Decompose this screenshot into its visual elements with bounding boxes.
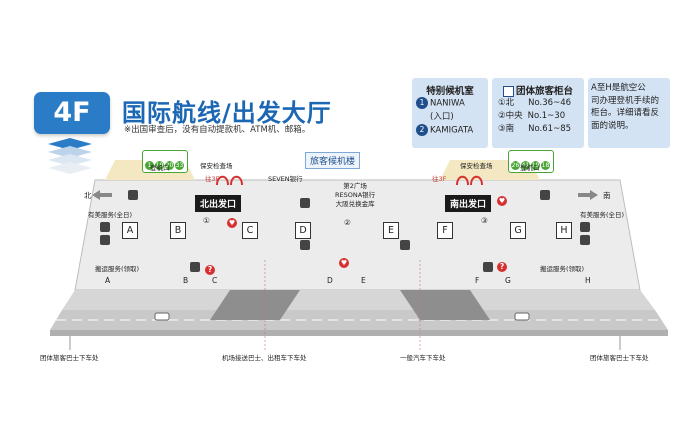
aed-icon: ♥ bbox=[497, 196, 507, 206]
group-counter-center: ② bbox=[344, 218, 351, 227]
legend-group-title: 团体旅客柜台 bbox=[492, 78, 584, 97]
north-exit-sign: 北出发口 bbox=[195, 195, 242, 212]
north-arrow-icon bbox=[92, 190, 112, 200]
door-d: D bbox=[327, 276, 333, 285]
page-note: ※出国审查后，没有自动提款机、ATM机、邮箱。 bbox=[124, 125, 311, 135]
door-a: A bbox=[105, 276, 111, 285]
service-icon bbox=[190, 262, 200, 272]
counter-g[interactable]: G bbox=[510, 222, 526, 239]
shop-icon bbox=[540, 190, 550, 200]
door-b: B bbox=[183, 276, 189, 285]
door-f: F bbox=[475, 276, 480, 285]
restroom-icon bbox=[580, 222, 590, 232]
aed-icon: ♥ bbox=[227, 218, 237, 228]
legend-lounge-item: (入口) bbox=[430, 111, 454, 122]
restroom-icon bbox=[100, 235, 110, 245]
legend-counter-line: 司办理登机手续的 bbox=[591, 95, 660, 106]
service-icon bbox=[300, 240, 310, 250]
shop-icon bbox=[128, 190, 138, 200]
door-e: E bbox=[361, 276, 366, 285]
south-arrow-icon bbox=[578, 190, 598, 200]
to-3f-label: 往3F bbox=[432, 175, 447, 183]
group-counter-south: ③ bbox=[481, 216, 488, 225]
group-counter-icon bbox=[502, 86, 514, 97]
security-south: 保安检查场 bbox=[460, 162, 493, 170]
floor-plan bbox=[50, 160, 668, 350]
legend-counter-line: 面的说明。 bbox=[591, 120, 634, 131]
counter-e[interactable]: E bbox=[383, 222, 399, 239]
south-label: 南 bbox=[603, 191, 611, 200]
service-icon bbox=[400, 240, 410, 250]
group-bus-south: 团体旅客巴士下车处 bbox=[590, 354, 649, 362]
to-3f-label: 往3F bbox=[205, 175, 220, 183]
service-icon bbox=[483, 262, 493, 272]
north-label: 北 bbox=[84, 191, 92, 200]
door-g: G bbox=[505, 276, 511, 285]
boarding-south: 登机口 bbox=[520, 164, 540, 172]
general-car: 一般汽车下车处 bbox=[400, 354, 446, 362]
floor-badge: 4F bbox=[34, 92, 110, 134]
service-south: 有美服务(全日) bbox=[580, 211, 625, 219]
terminal-label: 旅客候机楼 bbox=[305, 152, 361, 169]
shuttle-taxi: 机场接送巴士、出租车下车处 bbox=[222, 354, 307, 362]
security-gate-icon bbox=[456, 175, 483, 186]
info-icon: ? bbox=[205, 265, 215, 275]
legend-counter-line: A至H是航空公 bbox=[591, 83, 646, 93]
counter-d[interactable]: D bbox=[295, 222, 311, 239]
floor-stack-icon bbox=[48, 138, 92, 174]
security-gate-icon bbox=[216, 175, 243, 186]
group-counter-north: ① bbox=[203, 216, 210, 225]
legend-counter-line: 柜台。详细请看反 bbox=[591, 108, 660, 118]
security-north: 保安检查场 bbox=[200, 162, 233, 170]
info-icon: ? bbox=[497, 262, 507, 272]
counter-f[interactable]: F bbox=[437, 222, 453, 239]
page-title: 国际航线/出发大厅 bbox=[122, 99, 332, 127]
counter-c[interactable]: C bbox=[242, 222, 258, 239]
service-icon bbox=[300, 198, 310, 208]
baggage-north: 搬运服务(领取) bbox=[95, 265, 140, 273]
restroom-icon bbox=[100, 222, 110, 232]
group-bus-north: 团体旅客巴士下车处 bbox=[40, 354, 99, 362]
boarding-north: 登机口 bbox=[150, 164, 170, 172]
door-c: C bbox=[212, 276, 218, 285]
south-exit-sign: 南出发口 bbox=[445, 195, 492, 212]
baggage-south: 搬运服务(领取) bbox=[540, 265, 585, 273]
counter-b[interactable]: B bbox=[170, 222, 186, 239]
center-info: 第2广场 RESONA银行 大阪兑换金库 bbox=[335, 182, 376, 208]
counter-h[interactable]: H bbox=[556, 222, 572, 239]
legend-lounge-title: 特别候机室 bbox=[426, 86, 474, 97]
restroom-icon bbox=[580, 235, 590, 245]
counter-a[interactable]: A bbox=[122, 222, 138, 239]
aed-icon: ♥ bbox=[339, 258, 349, 268]
door-h: H bbox=[585, 276, 591, 285]
legend-counter: A至H是航空公 司办理登机手续的 柜台。详细请看反 面的说明。 bbox=[588, 78, 670, 148]
service-north: 有美服务(全日) bbox=[88, 211, 133, 219]
seven-bank-label: SEVEN银行 bbox=[268, 175, 303, 183]
